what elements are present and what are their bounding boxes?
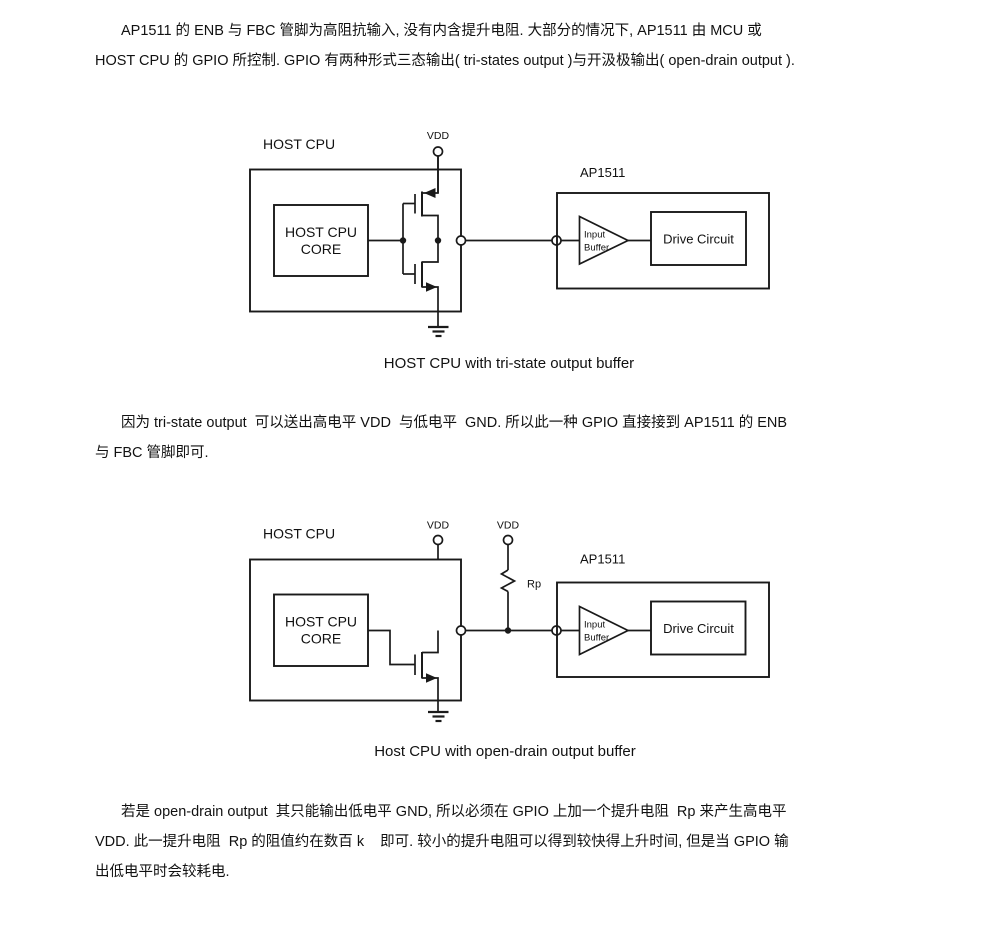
pmos-transistor — [414, 156, 439, 241]
gpio-output-pin — [455, 625, 467, 636]
ground-symbol — [428, 325, 449, 338]
paragraph-3-line-1: 若是 open-drain output 其只能输出低电平 GND, 所以必须在… — [121, 804, 787, 820]
input-buffer-triangle — [578, 605, 630, 656]
ap1511-label: AP1511 — [580, 552, 625, 567]
host-cpu-label: HOST CPU — [263, 136, 335, 152]
circuit-figure-tristate: HOST CPU VDD HOST CPU CORE AP1511 Input … — [249, 130, 770, 338]
vdd-label-left: VDD — [427, 520, 450, 532]
input-buffer-label-line2: Buffer — [584, 243, 609, 254]
pullup-resistor — [499, 569, 517, 631]
drive-circuit-label: Drive Circuit — [663, 232, 734, 247]
paragraph-2: 因为 tri-state output 可以送出高电平 VDD 与低电平 GND… — [95, 408, 931, 468]
paragraph-3-line-2: VDD. 此一提升电阻 Rp 的阻值约在数百 k 即可. 较小的提升电阻可以得到… — [95, 834, 789, 850]
figure-2-caption: Host CPU with open-drain output buffer — [374, 743, 636, 760]
input-buffer-label-line2: Buffer — [584, 633, 609, 644]
nmos-arrow-icon — [426, 282, 437, 292]
paragraph-1-line-2: HOST CPU 的 GPIO 所控制. GPIO 有两种形式三态输出( tri… — [95, 53, 795, 69]
drive-circuit-label: Drive Circuit — [663, 621, 734, 636]
paragraph-2-line-1: 因为 tri-state output 可以送出高电平 VDD 与低电平 GND… — [121, 415, 788, 431]
nmos-transistor — [414, 240, 439, 327]
pmos-arrow-icon — [424, 188, 436, 198]
figure-1-caption: HOST CPU with tri-state output buffer — [383, 355, 635, 372]
paragraph-3-line-3: 出低电平时会较耗电. — [95, 864, 230, 880]
host-cpu-label: HOST CPU — [263, 526, 335, 542]
paragraph-1-line-1: AP1511 的 ENB 与 FBC 管脚为高阻抗输入, 没有内含提升电阻. 大… — [121, 23, 762, 39]
junction-dot — [504, 627, 512, 634]
vdd-terminal-right — [502, 534, 514, 546]
paragraph-3: 若是 open-drain output 其只能输出低电平 GND, 所以必须在… — [95, 797, 931, 887]
junction-dot — [434, 237, 442, 244]
paragraph-1: AP1511 的 ENB 与 FBC 管脚为高阻抗输入, 没有内含提升电阻. 大… — [95, 16, 931, 76]
nmos-transistor — [414, 630, 439, 712]
vdd-label-right: VDD — [497, 520, 520, 532]
core-label-line2: CORE — [301, 631, 341, 647]
vdd-label: VDD — [427, 130, 450, 142]
core-label-line2: CORE — [301, 241, 341, 257]
vdd-terminal-left — [432, 534, 444, 546]
input-buffer-triangle — [578, 215, 630, 266]
input-buffer-label-line1: Input — [584, 230, 605, 241]
paragraph-2-line-2: 与 FBC 管脚即可. — [95, 445, 209, 461]
ap1511-box — [556, 192, 770, 290]
ground-symbol — [428, 710, 449, 723]
core-label-line1: HOST CPU — [285, 614, 357, 630]
core-output-wire — [368, 629, 415, 666]
core-label-line1: HOST CPU — [285, 224, 357, 240]
ap1511-label: AP1511 — [580, 165, 625, 180]
junction-dot — [399, 237, 407, 244]
gpio-output-pin — [455, 235, 467, 246]
circuit-figure-opendrain: HOST CPU VDD VDD Rp HOST CPU CORE AP1511… — [249, 520, 770, 723]
drive-circuit-box — [650, 211, 747, 266]
drive-circuit-box — [650, 600, 747, 656]
ap1511-box — [556, 581, 770, 678]
nmos-arrow-icon — [426, 673, 437, 683]
rp-label: Rp — [527, 579, 541, 591]
input-buffer-label-line1: Input — [584, 620, 605, 631]
vdd-terminal — [432, 146, 444, 157]
